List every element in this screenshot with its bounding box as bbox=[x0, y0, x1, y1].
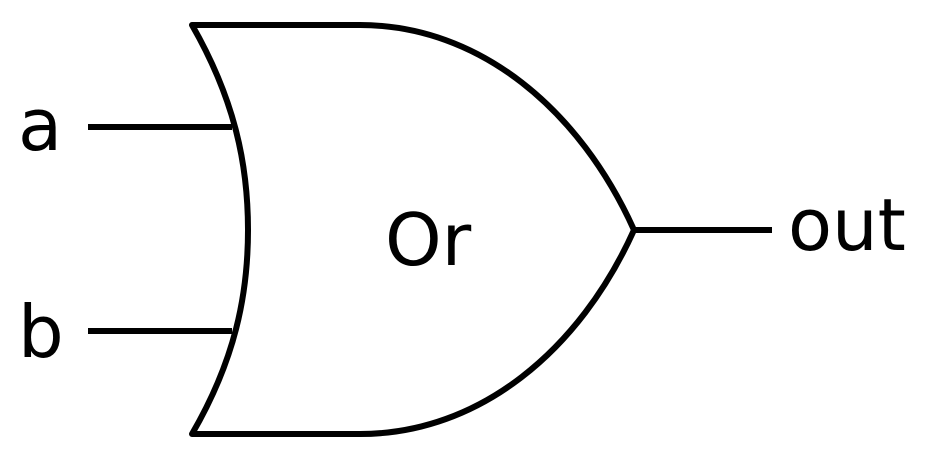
gate-label: Or bbox=[385, 198, 472, 282]
output-label: out bbox=[788, 183, 906, 267]
or-gate-body bbox=[189, 22, 637, 437]
input-label-b: b bbox=[18, 290, 64, 374]
input-label-a: a bbox=[18, 83, 62, 167]
